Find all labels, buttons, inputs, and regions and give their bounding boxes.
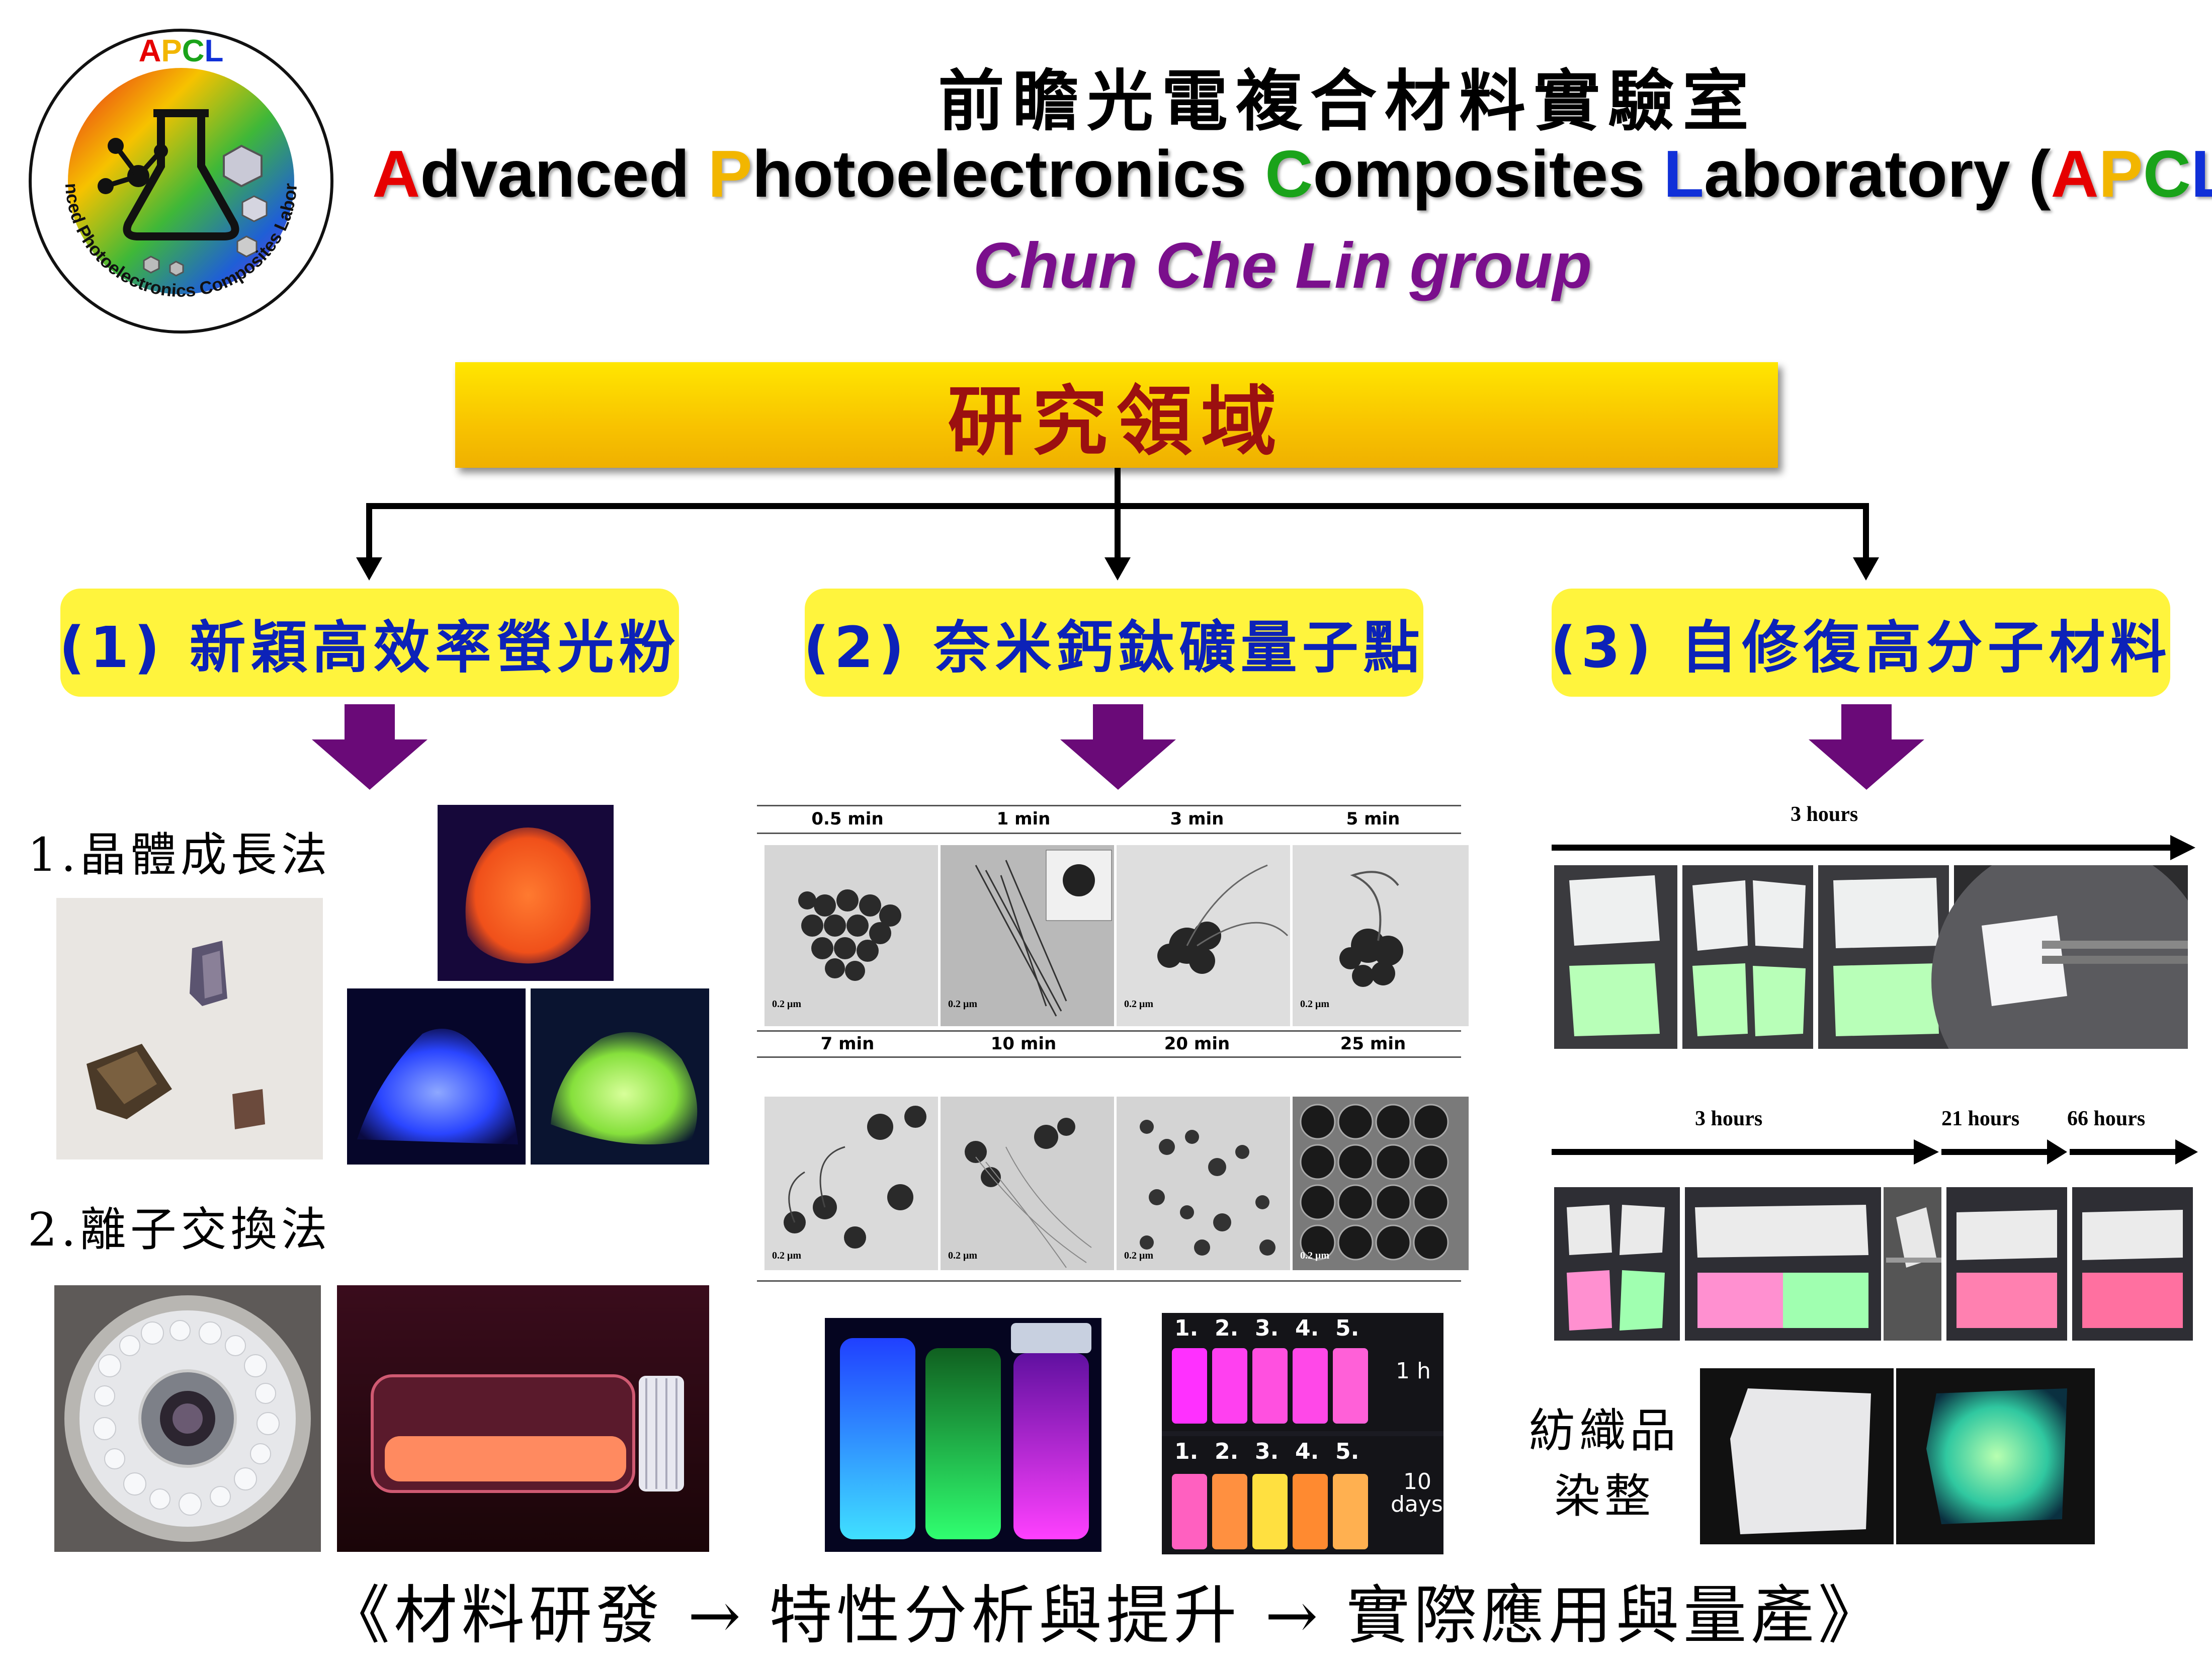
- timeline-arrow: [1552, 1139, 2198, 1165]
- ion-exchange-beaker-photo: [54, 1285, 321, 1552]
- title-en-part: hotoelectronics: [752, 137, 1265, 211]
- apcl-logo: APCL Advanced Photoelectronics Composite…: [25, 25, 333, 334]
- workflow-footer: 《材料研發 → 特性分析與提升 → 實際應用與量產》: [326, 1579, 1886, 1652]
- category-self-healing: (3) 自修復高分子材料: [1550, 589, 2172, 697]
- vial-time-label: days: [1391, 1492, 1443, 1517]
- scale-bar-label: 0.2 μm: [1300, 999, 1329, 1010]
- green-phosphor-photo: [531, 988, 709, 1165]
- timeline-arrow: [1552, 835, 2195, 860]
- tem-time-label: 10 min: [990, 1034, 1057, 1054]
- textile-photo: [1700, 1368, 2095, 1544]
- title-en-part: A: [2051, 137, 2099, 211]
- title-en-part: P: [2098, 137, 2143, 211]
- purple-down-arrow: [1060, 704, 1176, 790]
- vial-number: 4.: [1295, 1439, 1319, 1464]
- purple-down-arrow: [1809, 704, 1924, 790]
- tem-time-label: 0.5 min: [811, 809, 884, 829]
- vial-time-label: 1 h: [1396, 1358, 1431, 1384]
- arrowhead: [356, 557, 382, 581]
- vial-time-label: 10: [1403, 1469, 1431, 1495]
- svg-text:APCL: APCL: [139, 34, 224, 68]
- ion-exchange-vial-photo: [337, 1285, 709, 1552]
- lab-title-english: Advanced Photoelectronics Composites Lab…: [372, 136, 2212, 212]
- title-en-part: A: [372, 137, 420, 211]
- research-field-banner: 研究領域: [455, 362, 1778, 468]
- title-en-part: dvanced: [420, 137, 708, 211]
- timeline-label: 3 hours: [1695, 1107, 1763, 1130]
- scale-bar-label: 0.2 μm: [948, 1250, 977, 1261]
- vial-number: 5.: [1335, 1439, 1359, 1464]
- lab-title-chinese: 前瞻光電複合材料實驗室: [938, 62, 1757, 140]
- title-en-part: omposites: [1313, 137, 1664, 211]
- scale-bar-label: 0.2 μm: [772, 1250, 801, 1261]
- perovskite-vials-photo: [825, 1318, 1101, 1552]
- purple-down-arrow: [312, 704, 428, 790]
- scale-bar-label: 0.2 μm: [948, 999, 977, 1010]
- textile-label-line1: 紡織品: [1529, 1404, 1680, 1458]
- blue-phosphor-photo: [347, 988, 526, 1165]
- divider: [757, 805, 1461, 806]
- title-en-part: P: [708, 137, 752, 211]
- title-en-part: L: [2191, 137, 2212, 211]
- vial-number: 4.: [1295, 1315, 1319, 1341]
- timeline-label: 3 hours: [1791, 803, 1858, 826]
- textile-label-line2: 染整: [1554, 1469, 1655, 1523]
- method-crystal-growth: 1.晶體成長法: [28, 828, 331, 882]
- divider: [757, 833, 1461, 834]
- vial-stability-photo: [1162, 1313, 1443, 1554]
- tem-time-label: 5 min: [1346, 809, 1400, 829]
- vial-number: 1.: [1174, 1315, 1199, 1341]
- vial-number: 5.: [1335, 1315, 1359, 1341]
- arrowhead: [1853, 557, 1879, 581]
- tem-time-label: 7 min: [820, 1034, 875, 1054]
- crystal-photo: [56, 898, 323, 1159]
- vial-number: 3.: [1255, 1439, 1279, 1464]
- vial-number: 2.: [1215, 1315, 1239, 1341]
- group-name: Chun Che Lin group: [973, 230, 1592, 302]
- scale-bar-label: 0.2 μm: [1124, 999, 1153, 1010]
- category-phosphor: (1) 新穎高效率螢光粉: [59, 589, 680, 697]
- scale-bar-label: 0.2 μm: [1124, 1250, 1153, 1261]
- timeline-label: 21 hours: [1941, 1107, 2020, 1130]
- category-label: (2) 奈米鈣鈦礦量子點: [803, 615, 1425, 681]
- tem-time-label: 20 min: [1164, 1034, 1230, 1054]
- self-healing-row1-photo: [1554, 865, 2188, 1049]
- divider: [757, 1030, 1461, 1032]
- tem-images-row2: [764, 1097, 1469, 1270]
- scale-bar-label: 0.2 μm: [1300, 1250, 1329, 1261]
- timeline-label: 66 hours: [2067, 1107, 2146, 1130]
- divider: [757, 1056, 1461, 1058]
- title-en-part: C: [2143, 137, 2191, 211]
- category-quantum-dots: (2) 奈米鈣鈦礦量子點: [803, 589, 1425, 697]
- connector-line: [1863, 503, 1869, 558]
- tem-time-label: 25 min: [1340, 1034, 1406, 1054]
- scale-bar-label: 0.2 μm: [772, 999, 801, 1010]
- tem-time-label: 1 min: [996, 809, 1051, 829]
- category-label: (3) 自修復高分子材料: [1550, 615, 2172, 681]
- method-ion-exchange: 2.離子交換法: [28, 1203, 331, 1257]
- title-en-part: L: [1663, 137, 1704, 211]
- orange-phosphor-photo: [438, 805, 614, 981]
- tem-time-label: 3 min: [1170, 809, 1224, 829]
- divider: [757, 1280, 1461, 1282]
- connector-line: [366, 503, 372, 558]
- vial-number: 1.: [1174, 1439, 1199, 1464]
- title-en-part: C: [1265, 137, 1313, 211]
- connector-line: [1115, 468, 1121, 508]
- self-healing-row2-photo: [1554, 1187, 2193, 1341]
- research-field-title: 研究領域: [947, 377, 1286, 466]
- tem-images-row1: [764, 845, 1469, 1026]
- vial-number: 3.: [1255, 1315, 1279, 1341]
- connector-line: [1115, 503, 1121, 558]
- title-en-part: aboratory (: [1704, 137, 2051, 211]
- category-label: (1) 新穎高效率螢光粉: [59, 615, 680, 681]
- vial-number: 2.: [1215, 1439, 1239, 1464]
- arrowhead: [1104, 557, 1131, 581]
